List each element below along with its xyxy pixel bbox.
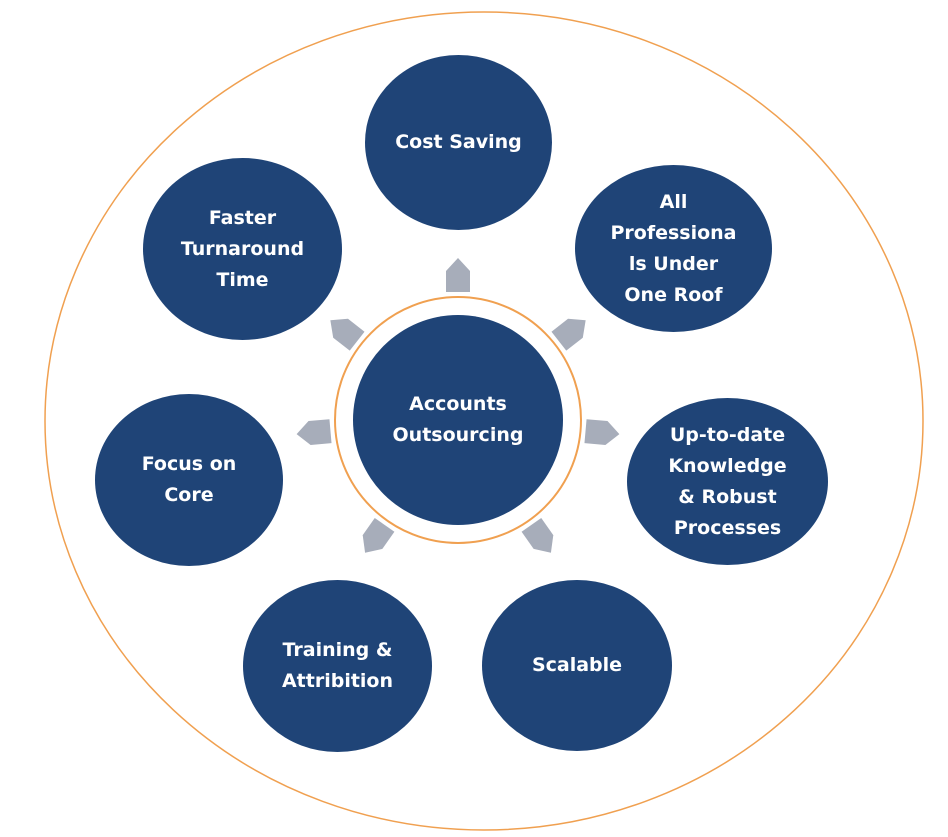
benefit-label: All Professiona ls Under One Roof bbox=[610, 190, 737, 306]
arrow-icon bbox=[362, 517, 395, 553]
outer-ring bbox=[44, 11, 924, 831]
center-node-accounts-outsourcing: Accounts Outsourcing bbox=[353, 315, 563, 525]
benefit-label: Faster Turnaround Time bbox=[180, 206, 305, 291]
center-ring bbox=[334, 296, 582, 544]
arrow-icon bbox=[446, 258, 470, 292]
benefit-scalable: Scalable bbox=[482, 580, 672, 751]
arrow-icon bbox=[584, 419, 620, 445]
arrow-icon bbox=[521, 517, 554, 553]
benefit-all-professionals: All Professiona ls Under One Roof bbox=[575, 165, 772, 332]
benefit-training-attribition: Training & Attribition bbox=[243, 580, 432, 752]
benefit-up-to-date-knowledge: Up-to-date Knowledge & Robust Processes bbox=[627, 398, 828, 565]
benefit-label: Up-to-date Knowledge & Robust Processes bbox=[668, 423, 787, 539]
benefit-faster-turnaround: Faster Turnaround Time bbox=[143, 158, 342, 340]
benefit-label: Focus on Core bbox=[141, 453, 237, 506]
benefit-focus-on-core: Focus on Core bbox=[95, 394, 283, 566]
arrow-icon bbox=[551, 318, 586, 351]
benefit-label: Training & Attribition bbox=[281, 639, 394, 692]
benefit-label: Cost Saving bbox=[395, 131, 522, 153]
arrow-icon bbox=[296, 419, 332, 445]
benefit-cost-saving: Cost Saving bbox=[365, 55, 552, 230]
arrow-icon bbox=[330, 318, 365, 351]
benefit-label: Scalable bbox=[531, 654, 623, 676]
center-label: Accounts Outsourcing bbox=[392, 393, 524, 446]
